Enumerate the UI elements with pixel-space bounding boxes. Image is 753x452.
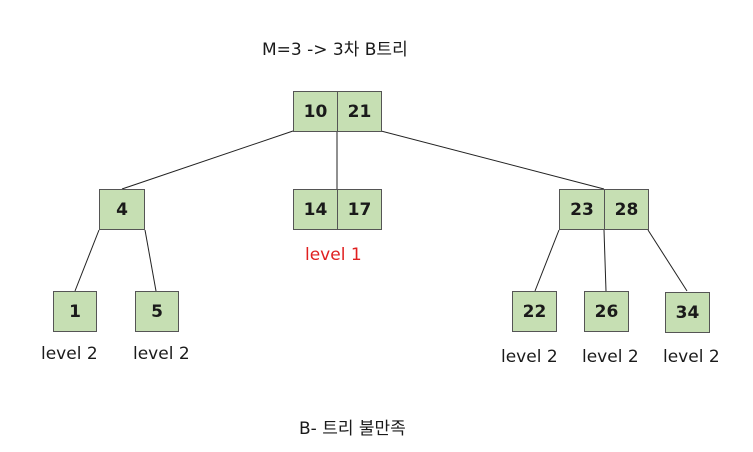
left-node-key-1: 4	[99, 189, 145, 230]
mid-level-label: level 1	[305, 245, 362, 265]
root-key-1: 10	[293, 91, 338, 132]
right-node-key-1: 23	[559, 189, 605, 230]
leaf-d-key: 26	[584, 291, 629, 332]
leaf-a-label: level 2	[41, 344, 98, 364]
right-node-key-2: 28	[604, 189, 649, 230]
leaf-b-label: level 2	[133, 344, 190, 364]
mid-node-key-1: 14	[293, 189, 338, 230]
edge-right-d	[603, 229, 607, 292]
leaf-a-key: 1	[53, 291, 97, 332]
edge-left-a	[74, 229, 100, 292]
diagram-title: M=3 -> 3차 B트리	[262, 40, 408, 60]
edge-right-e	[647, 229, 688, 292]
leaf-c-label: level 2	[501, 347, 558, 367]
edge-left-b	[144, 229, 157, 292]
edge-root-left	[121, 130, 294, 190]
mid-node-key-2: 17	[337, 189, 382, 230]
diagram-footer: B- 트리 불만족	[299, 419, 406, 439]
leaf-d-label: level 2	[582, 347, 639, 367]
leaf-e-label: level 2	[663, 347, 720, 367]
leaf-b-key: 5	[135, 291, 179, 332]
leaf-c-key: 22	[512, 291, 557, 332]
edge-right-c	[534, 229, 560, 292]
edge-root-right	[380, 130, 605, 190]
leaf-e-key: 34	[665, 292, 710, 333]
root-key-2: 21	[337, 91, 382, 132]
